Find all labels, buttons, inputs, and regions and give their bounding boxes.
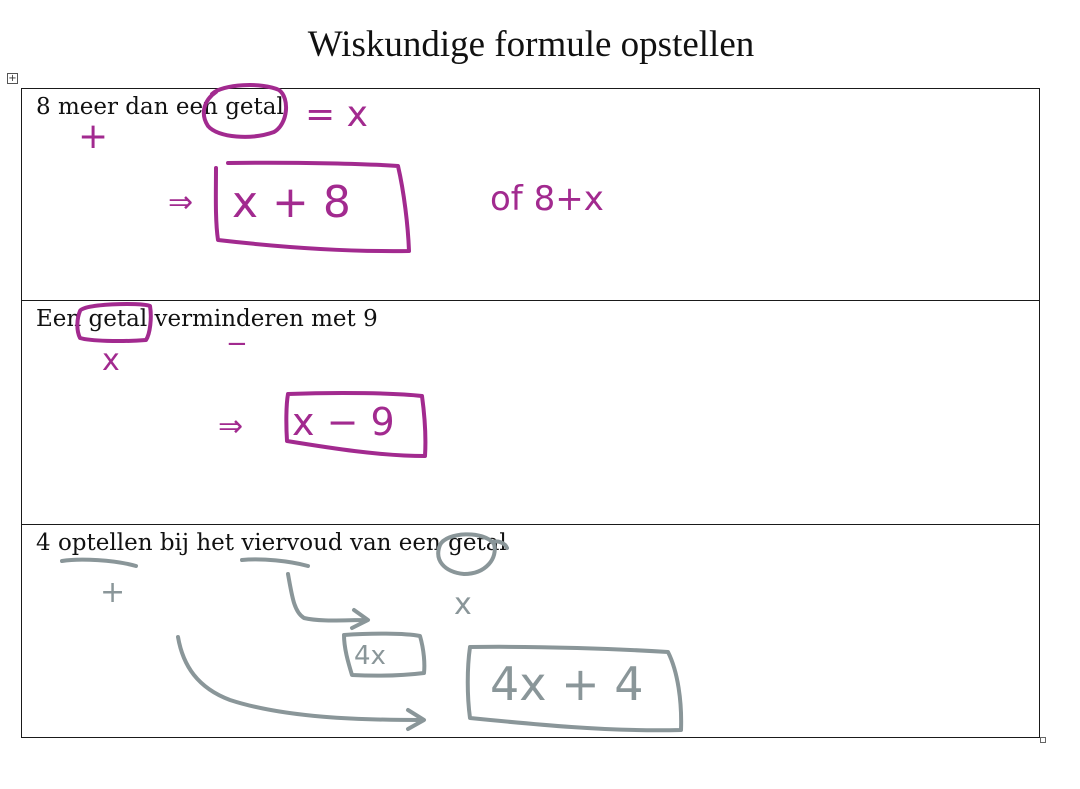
document-title: Wiskundige formule opstellen (307, 24, 755, 65)
row-2-text: Een getal verminderen met 9 (36, 306, 378, 332)
table-row[interactable]: Een getal verminderen met 9 (22, 301, 1039, 525)
formula-table: 8 meer dan een getal Een getal verminder… (21, 88, 1040, 738)
table-resize-handle-icon[interactable] (1040, 737, 1046, 743)
row-3-text: 4 optellen bij het viervoud van een geta… (36, 530, 507, 556)
table-row[interactable]: 4 optellen bij het viervoud van een geta… (22, 525, 1039, 737)
table-row[interactable]: 8 meer dan een getal (22, 89, 1039, 301)
row-1-text: 8 meer dan een getal (36, 94, 284, 120)
table-move-handle-icon[interactable]: + (7, 73, 18, 84)
